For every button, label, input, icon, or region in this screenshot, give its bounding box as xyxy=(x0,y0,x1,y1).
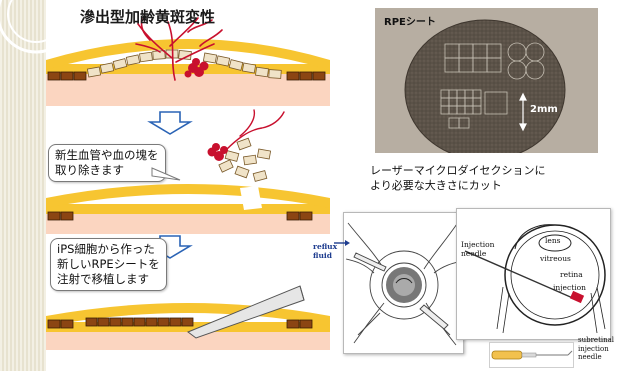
injection-label: injection xyxy=(553,283,586,292)
injection-needle xyxy=(186,285,305,339)
injection-needle-label: Injection needle xyxy=(461,240,495,258)
needle-label-line-1: subretinal xyxy=(578,336,615,344)
rpe-cells-row-1 xyxy=(47,71,326,81)
photo-caption-line-2: より必要な大きさにカット xyxy=(370,179,502,192)
needle-photo-art xyxy=(491,350,573,360)
eye-diagram xyxy=(456,208,611,340)
lens-label: lens xyxy=(545,236,561,245)
needle-photo xyxy=(489,342,574,368)
new-rpe-sheet xyxy=(47,317,313,329)
surgery-illustration xyxy=(343,212,464,354)
down-arrow-1 xyxy=(147,111,193,135)
callout-remove-line-1: 新生血管や血の塊を xyxy=(55,148,159,162)
blood-vessels xyxy=(135,17,223,81)
removed-cells xyxy=(218,137,272,182)
callout-transplant-line-1: iPS細胞から作った xyxy=(57,242,155,256)
reflux-label-line-2: fluid xyxy=(313,251,332,260)
eye-diagram-art xyxy=(464,224,606,334)
reflux-label-line-1: reflux xyxy=(313,242,338,251)
rpe-sheet-label: RPEシート xyxy=(384,17,436,28)
vitreous-label: vitreous xyxy=(540,254,571,263)
rpe-sheet-photo xyxy=(375,8,598,153)
callout-remove: 新生血管や血の塊を 取り除きます xyxy=(48,144,166,182)
decorative-circle xyxy=(0,0,76,54)
photo-caption: レーザーマイクロダイセクションに より必要な大きさにカット xyxy=(370,163,546,193)
callout-transplant-line-3: 注射で移植します xyxy=(57,272,149,286)
needle-label-line-3: needle xyxy=(578,353,602,361)
callout-remove-tail xyxy=(151,167,181,181)
panel-3 xyxy=(46,285,330,350)
callout-transplant: iPS細胞から作った 新しいRPEシートを 注射で移植します xyxy=(50,238,167,291)
rpe-sheet-photo-art xyxy=(404,19,566,153)
needle-label: subretinal injection needle xyxy=(578,336,614,362)
retina-label: retina xyxy=(560,270,583,279)
page-title: 滲出型加齢黄斑変性 xyxy=(80,8,216,26)
photo-caption-line-1: レーザーマイクロダイセクションに xyxy=(370,164,546,177)
surgery-illustration-art xyxy=(345,220,463,346)
callout-transplant-line-2: 新しいRPEシートを xyxy=(57,257,160,271)
panel-2 xyxy=(46,109,330,234)
blood-clot xyxy=(184,58,209,78)
injection-needle-label-line-1: Injection xyxy=(461,240,495,249)
left-margin-stripes xyxy=(0,0,46,371)
panel-1 xyxy=(46,17,330,106)
scale-label: 2mm xyxy=(530,104,558,115)
needle-label-line-2: injection xyxy=(578,344,609,353)
reflux-arrow xyxy=(334,240,350,246)
reflux-label: reflux fluid xyxy=(313,242,337,260)
injection-needle-label-line-2: needle xyxy=(461,249,487,258)
callout-remove-line-2: 取り除きます xyxy=(55,163,124,177)
